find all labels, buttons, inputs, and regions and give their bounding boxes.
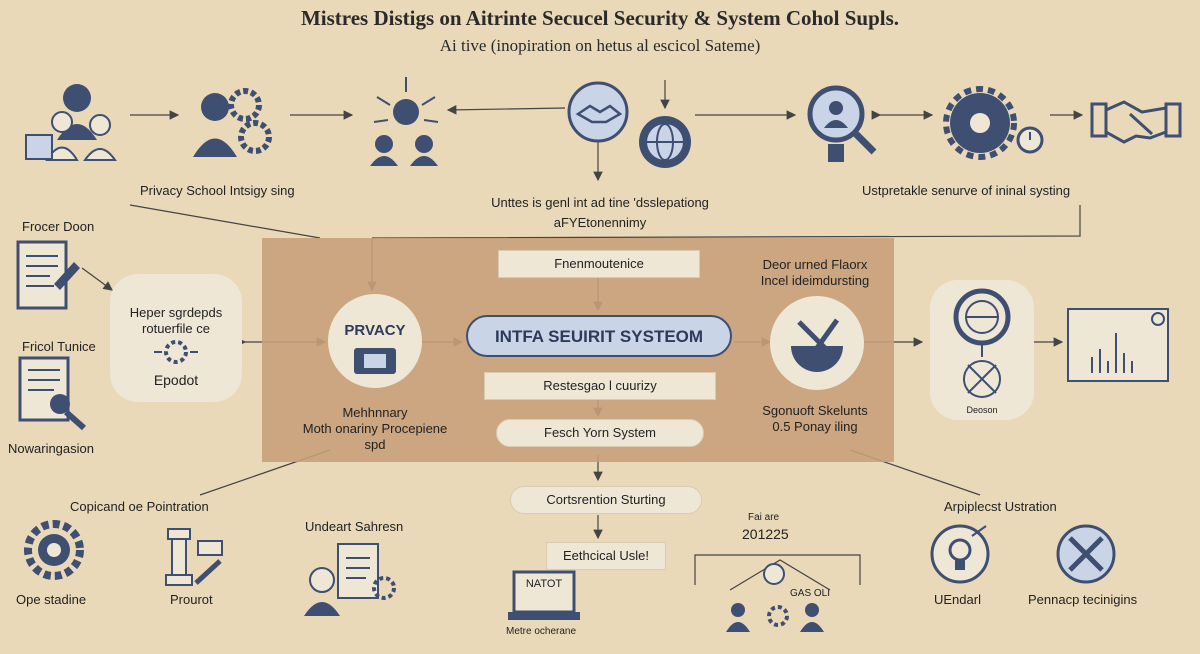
label-mehhnnary-line2: Moth onariny Procepiene [302, 421, 448, 436]
label-ope-stadine: Ope stadine [16, 592, 87, 607]
tools-pie-icon [791, 318, 843, 372]
heper-box [110, 274, 242, 402]
magnifier-person-icon [807, 85, 877, 162]
label-privacy: PRVACY [344, 322, 406, 339]
label-year: 201225 [742, 526, 789, 542]
label-gas: GAS OLI [790, 588, 831, 599]
label-frocer-doon: Frocer Doon [22, 219, 95, 234]
label-mehhnnary-line1: Mehhnnary [342, 405, 408, 420]
handshake-icon [567, 81, 629, 143]
id-card-icon [354, 348, 396, 374]
globe-icon [639, 116, 691, 168]
handshake-outline-icon [1090, 100, 1182, 144]
fnenmoutenice-box: Fnenmoutenice [498, 250, 700, 278]
label-ustpretakle: Ustpretakle senurve of ininal systing [862, 183, 1071, 198]
label-sgonuoft-line1: Sgonuoft Skelunts [762, 403, 868, 418]
label-fricol-tunice: Fricol Tunice [22, 339, 96, 354]
checklist-magnifier-icon [18, 356, 86, 431]
gear-icon [24, 520, 84, 580]
idea-team-icon [370, 77, 439, 166]
team-network-icon [726, 563, 824, 632]
label-nowaringasion: Nowaringasion [8, 441, 94, 456]
label-unttes-line2: aFYEtonennimy [553, 215, 647, 230]
label-deor-line2: Incel ideimdursting [760, 273, 870, 288]
laptop-icon [508, 570, 580, 620]
label-copicand: Copicand oe Pointration [70, 499, 209, 514]
person-gears-icon [193, 88, 272, 157]
person-document-icon [304, 543, 396, 616]
core-system-node: INTFA SEUIRIT SYSTEOM [466, 315, 732, 357]
tools-icon [1056, 524, 1116, 584]
cortsrention-box: Cortsrention Sturting [510, 486, 702, 514]
label-arpiplecst: Arpiplecst Ustration [944, 499, 1057, 514]
lightbulb-icon [930, 524, 990, 584]
label-deor-line1: Deor urned Flaorx [762, 257, 868, 272]
label-privacy-school: Privacy School Intsigy sing [140, 183, 295, 198]
label-nat: NATOT [525, 578, 563, 590]
page-title: Mistres Distigs on Aitrinte Secucel Secu… [300, 6, 900, 30]
server-column-icon [165, 528, 223, 586]
page-subtitle: Ai tive (inopiration on hetus al escicol… [439, 36, 761, 55]
chart-icon [1067, 308, 1169, 382]
label-heper-line1: Heper sgrdepds [129, 305, 223, 320]
people-group-icon [25, 84, 117, 161]
label-pennacp: Pennacp tecinigins [1028, 592, 1138, 607]
restesgao-box: Restesgao l cuurizy [484, 372, 716, 400]
ethcical-box: Eethcical Usle! [546, 542, 666, 570]
label-heper-line2: rotuerfile ce [142, 321, 210, 336]
gears-icon [154, 340, 198, 364]
gear-clock-icon [943, 86, 1044, 160]
label-unttes-line1: Unttes is genl int ad tine 'dsslepationg [491, 195, 709, 210]
label-metre: Metre ocherane [506, 626, 577, 637]
label-uendarl: UEndarl [934, 592, 981, 607]
label-prourot: Prourot [170, 592, 213, 607]
label-fai-are: Fai are [748, 512, 780, 523]
document-icon [16, 240, 80, 310]
label-sgonuoft-line2: 0.5 Ponay iling [772, 419, 858, 434]
label-undeart: Undeart Sahresn [305, 519, 404, 534]
label-mehhnnary-line3: spd [364, 437, 386, 452]
label-epodot: Epodot [153, 372, 199, 388]
globe-badge-icon [953, 288, 1011, 398]
label-deoson: Deoson [966, 405, 998, 415]
fesch-box: Fesch Yorn System [496, 419, 704, 447]
